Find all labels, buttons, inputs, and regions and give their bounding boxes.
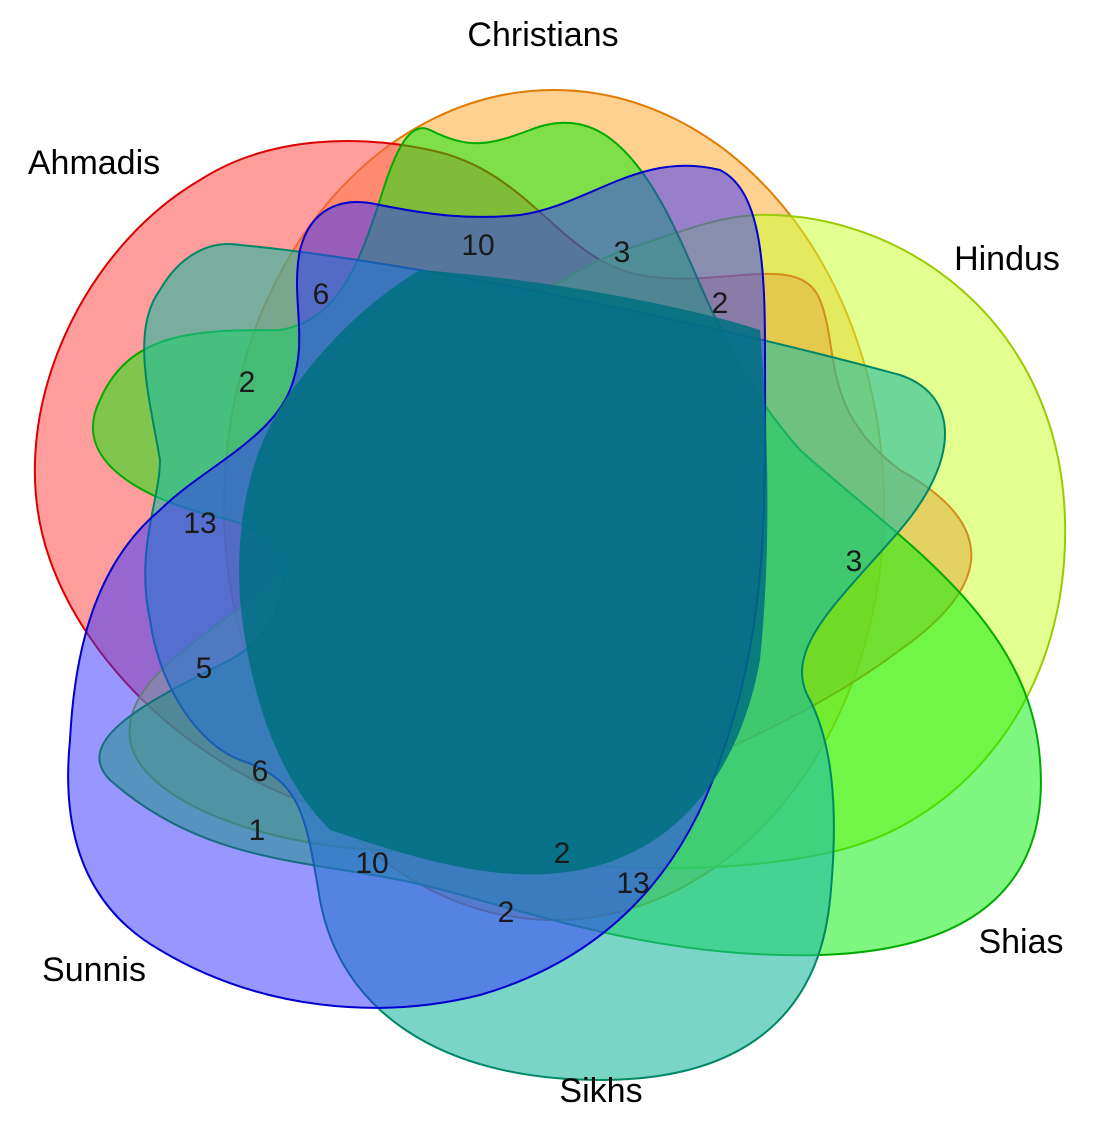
region-count: 6 [313,278,330,311]
label-sunnis: Sunnis [42,951,146,989]
region-count: 10 [355,847,388,880]
label-sikhs: Sikhs [559,1072,642,1110]
region-count: 2 [498,896,515,929]
region-count: 3 [846,545,863,578]
central-overlap-region [239,270,768,875]
region-count: 10 [461,229,494,262]
label-hindus: Hindus [954,240,1060,278]
label-shias: Shias [978,923,1063,961]
region-counts: 10 3 2 6 2 13 3 5 6 1 10 2 2 13 [183,229,862,929]
region-count: 13 [183,507,216,540]
region-count: 2 [712,287,729,320]
label-christians: Christians [467,16,618,54]
region-count: 1 [249,814,266,847]
region-count: 5 [196,652,213,685]
set-shapes [33,89,1067,1082]
region-count: 3 [614,236,631,269]
region-count: 2 [239,366,256,399]
region-count: 2 [554,837,571,870]
region-count: 6 [252,755,269,788]
set-labels: Christians Ahmadis Hindus Shias Sikhs Su… [28,16,1064,1110]
label-ahmadis: Ahmadis [28,144,160,182]
region-count: 13 [616,867,649,900]
